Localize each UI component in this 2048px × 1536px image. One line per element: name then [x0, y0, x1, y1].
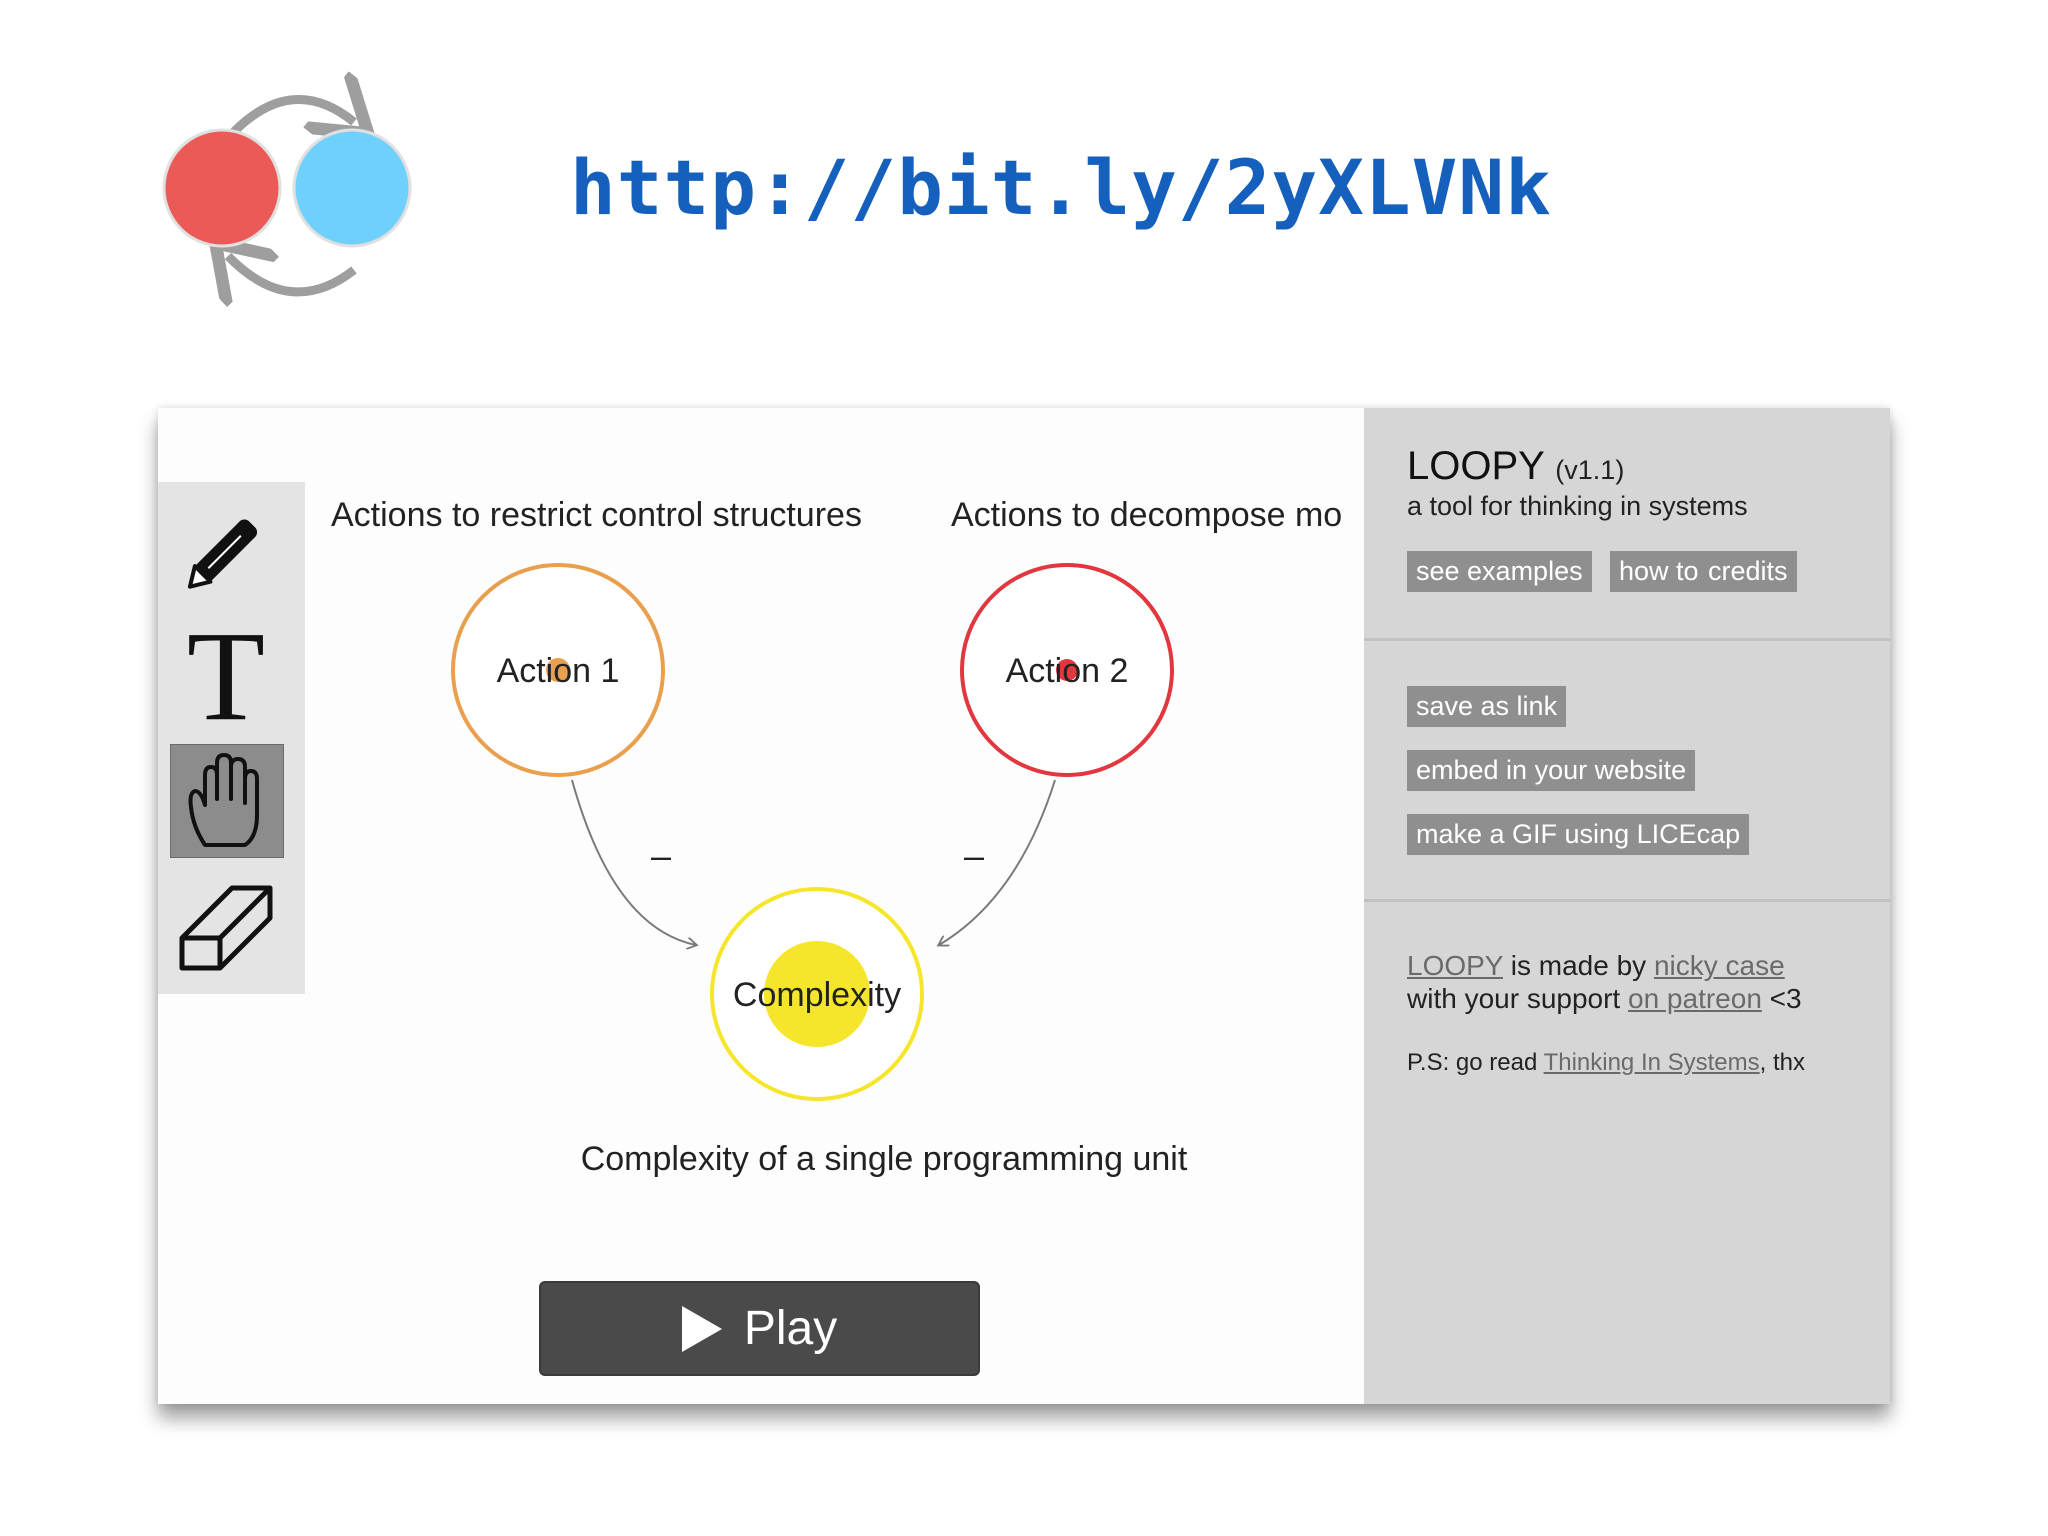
make-gif-button[interactable]: make a GIF using LICEcap: [1407, 814, 1750, 855]
ps-note: P.S: go read Thinking In Systems, thx: [1407, 1049, 1805, 1077]
pencil-tool-button[interactable]: [170, 496, 282, 608]
side-panel: LOOPY (v1.1) a tool for thinking in syst…: [1364, 408, 1890, 1404]
book-link[interactable]: Thinking In Systems: [1543, 1049, 1760, 1076]
node-action-2-label: Action 2: [1006, 652, 1129, 690]
credits-button[interactable]: credits: [1699, 551, 1797, 592]
loopy-app-window: Actions to restrict control structures A…: [158, 408, 1890, 1404]
url-link[interactable]: http://bit.ly/2yXLVNk: [570, 143, 1552, 232]
text-icon: T: [186, 605, 266, 747]
drag-tool-button[interactable]: [170, 744, 284, 858]
node-complexity[interactable]: Complexity: [710, 887, 924, 1101]
loopy-logo-icon: [150, 70, 440, 310]
credit-support: with your support on patreon <3: [1407, 983, 1802, 1015]
ps-prefix: P.S: go read: [1407, 1049, 1544, 1076]
label-bottom[interactable]: Complexity of a single programming unit: [581, 1140, 1188, 1178]
label-right[interactable]: Actions to decompose mo: [951, 496, 1342, 534]
patreon-link[interactable]: on patreon: [1628, 983, 1762, 1014]
node-complexity-label: Complexity: [733, 976, 901, 1014]
divider: [1364, 638, 1890, 641]
play-icon: [681, 1305, 722, 1352]
divider: [1364, 899, 1890, 902]
eraser-icon: [179, 885, 273, 971]
play-label: Play: [743, 1302, 838, 1355]
app-title: LOOPY: [1407, 444, 1545, 488]
support-text: with your support: [1407, 983, 1628, 1014]
edge-sign-right: –: [964, 835, 984, 876]
label-left[interactable]: Actions to restrict control structures: [331, 496, 862, 534]
edge-action2-complexity[interactable]: [939, 779, 1056, 945]
made-by-text: is made by: [1502, 950, 1654, 981]
play-button[interactable]: Play: [539, 1281, 980, 1376]
app-version: (v1.1): [1555, 455, 1625, 485]
text-tool-button[interactable]: T: [170, 605, 282, 747]
how-to-button[interactable]: how to: [1610, 551, 1708, 592]
see-examples-button[interactable]: see examples: [1407, 551, 1592, 592]
graph-canvas[interactable]: Actions to restrict control structures A…: [158, 408, 1364, 1404]
ps-suffix: , thx: [1759, 1049, 1806, 1076]
edge-sign-left: –: [651, 835, 671, 876]
embed-button[interactable]: embed in your website: [1407, 750, 1696, 791]
pencil-icon: [187, 519, 258, 589]
node-action-1[interactable]: Action 1: [451, 563, 665, 777]
loopy-link[interactable]: LOOPY: [1407, 950, 1503, 981]
node-action-1-label: Action 1: [497, 652, 620, 690]
hand-icon: [188, 753, 259, 847]
author-link[interactable]: nicky case: [1653, 950, 1785, 981]
app-tagline: a tool for thinking in systems: [1407, 491, 1748, 521]
eraser-tool-button[interactable]: [170, 868, 282, 980]
toolbar: T: [158, 482, 305, 994]
node-action-2[interactable]: Action 2: [960, 563, 1174, 777]
heart-text: <3: [1761, 983, 1802, 1014]
credit-made-by: LOOPY is made by nicky case: [1407, 950, 1785, 982]
app-title-row: LOOPY (v1.1): [1407, 444, 1624, 489]
edge-action1-complexity[interactable]: [571, 779, 696, 945]
graph-svg[interactable]: Actions to restrict control structures A…: [158, 408, 1364, 1404]
save-as-link-button[interactable]: save as link: [1407, 686, 1567, 727]
